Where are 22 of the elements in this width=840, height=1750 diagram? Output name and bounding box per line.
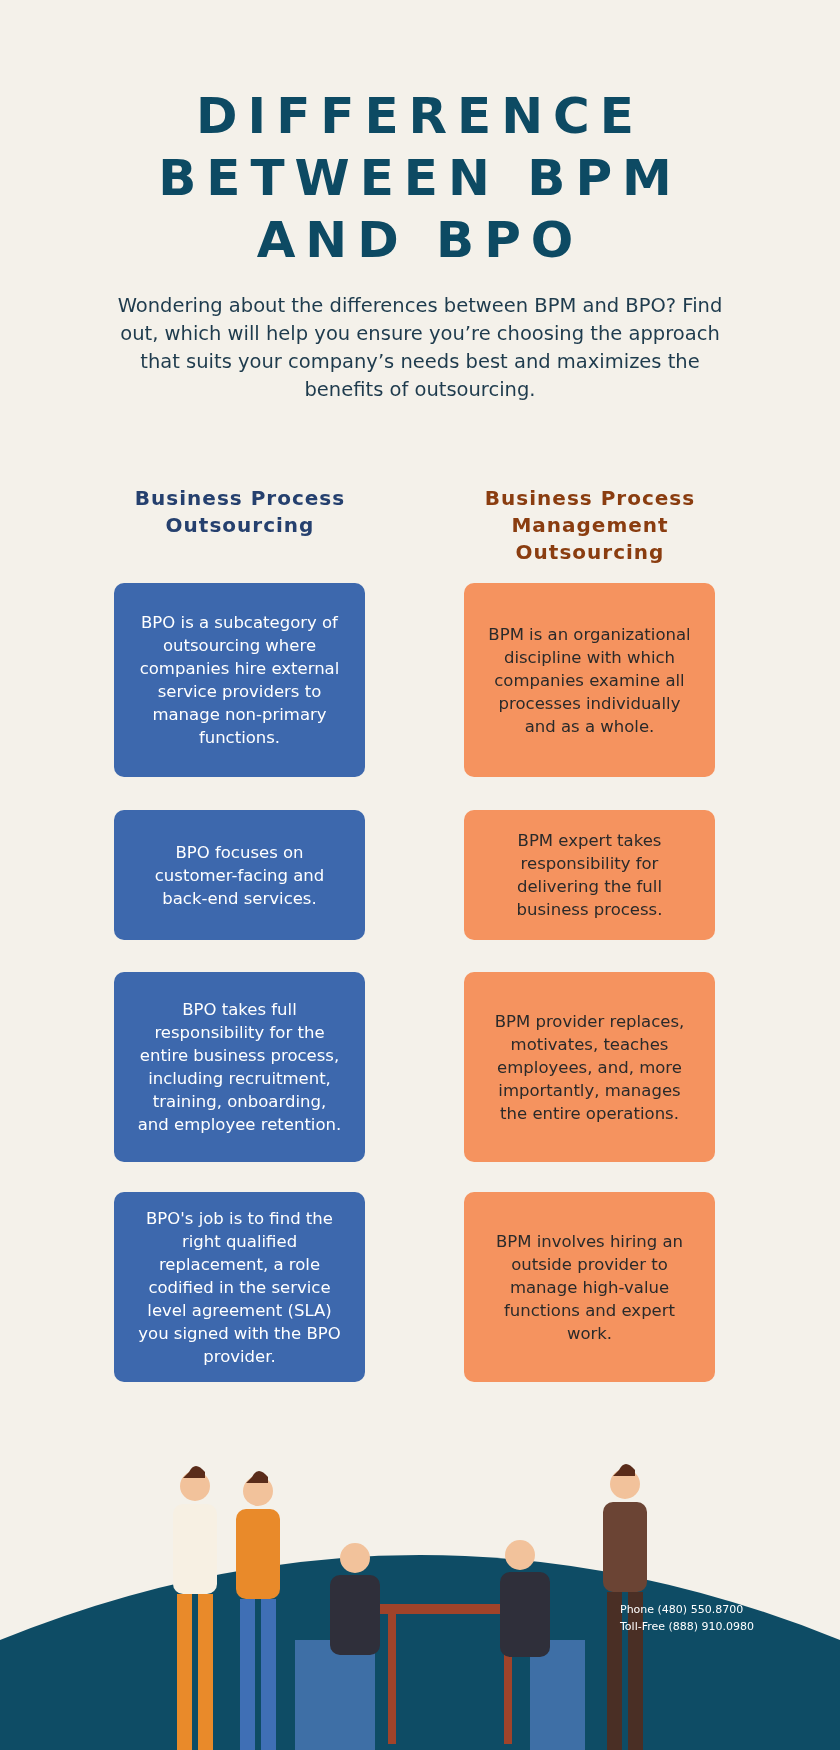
info-card xyxy=(464,1192,715,1382)
card-text: BPM is an organizational discipline with which companies examine all processes individually and as a whole. xyxy=(487,623,692,738)
info-card xyxy=(114,972,365,1162)
info-card xyxy=(114,1192,365,1382)
card-text: BPM provider replaces, motivates, teaches employees, and, more importantly, manages the entire operations. xyxy=(493,1010,686,1125)
phone-number: Phone (480) 550.8700 xyxy=(620,1603,744,1616)
title: DIFFERENCE BETWEEN BPM AND BPO xyxy=(157,86,683,271)
card-text: BPO's job is to find the right qualified replacement, a role codified in the service level agreement (SLA) you signed with the BPO provider. xyxy=(137,1207,342,1368)
intro-paragraph: Wondering about the differences between BPM and BPO? Find out, which will help you ensure you’re choosing the approach that suits your company’s needs best and maximizes the benefits of outsourcing. xyxy=(116,293,724,403)
card-text: BPO is a subcategory of outsourcing where companies hire external service providers to manage non-primary functions. xyxy=(138,612,341,749)
card-text: BPM involves hiring an outside provider to manage high-value functions and expert work. xyxy=(494,1230,685,1345)
card-text: BPO takes full responsibility for the entire business process, including recruitment, training, onboarding, and employee retention. xyxy=(136,999,343,1136)
column-heading: Business Process Management Outsourcing xyxy=(483,485,697,566)
column-heading: Business Process Outsourcing xyxy=(133,485,347,539)
card-text: BPO focuses on customer-facing and back-end services. xyxy=(153,841,326,910)
info-card xyxy=(114,583,365,777)
info-card xyxy=(464,810,715,940)
card-text: BPM expert takes responsibility for delivering the full business process. xyxy=(515,830,664,921)
info-card xyxy=(114,810,365,940)
phone-number: Toll-Free (888) 910.0980 xyxy=(620,1620,755,1633)
info-card xyxy=(464,583,715,777)
info-card xyxy=(464,972,715,1162)
